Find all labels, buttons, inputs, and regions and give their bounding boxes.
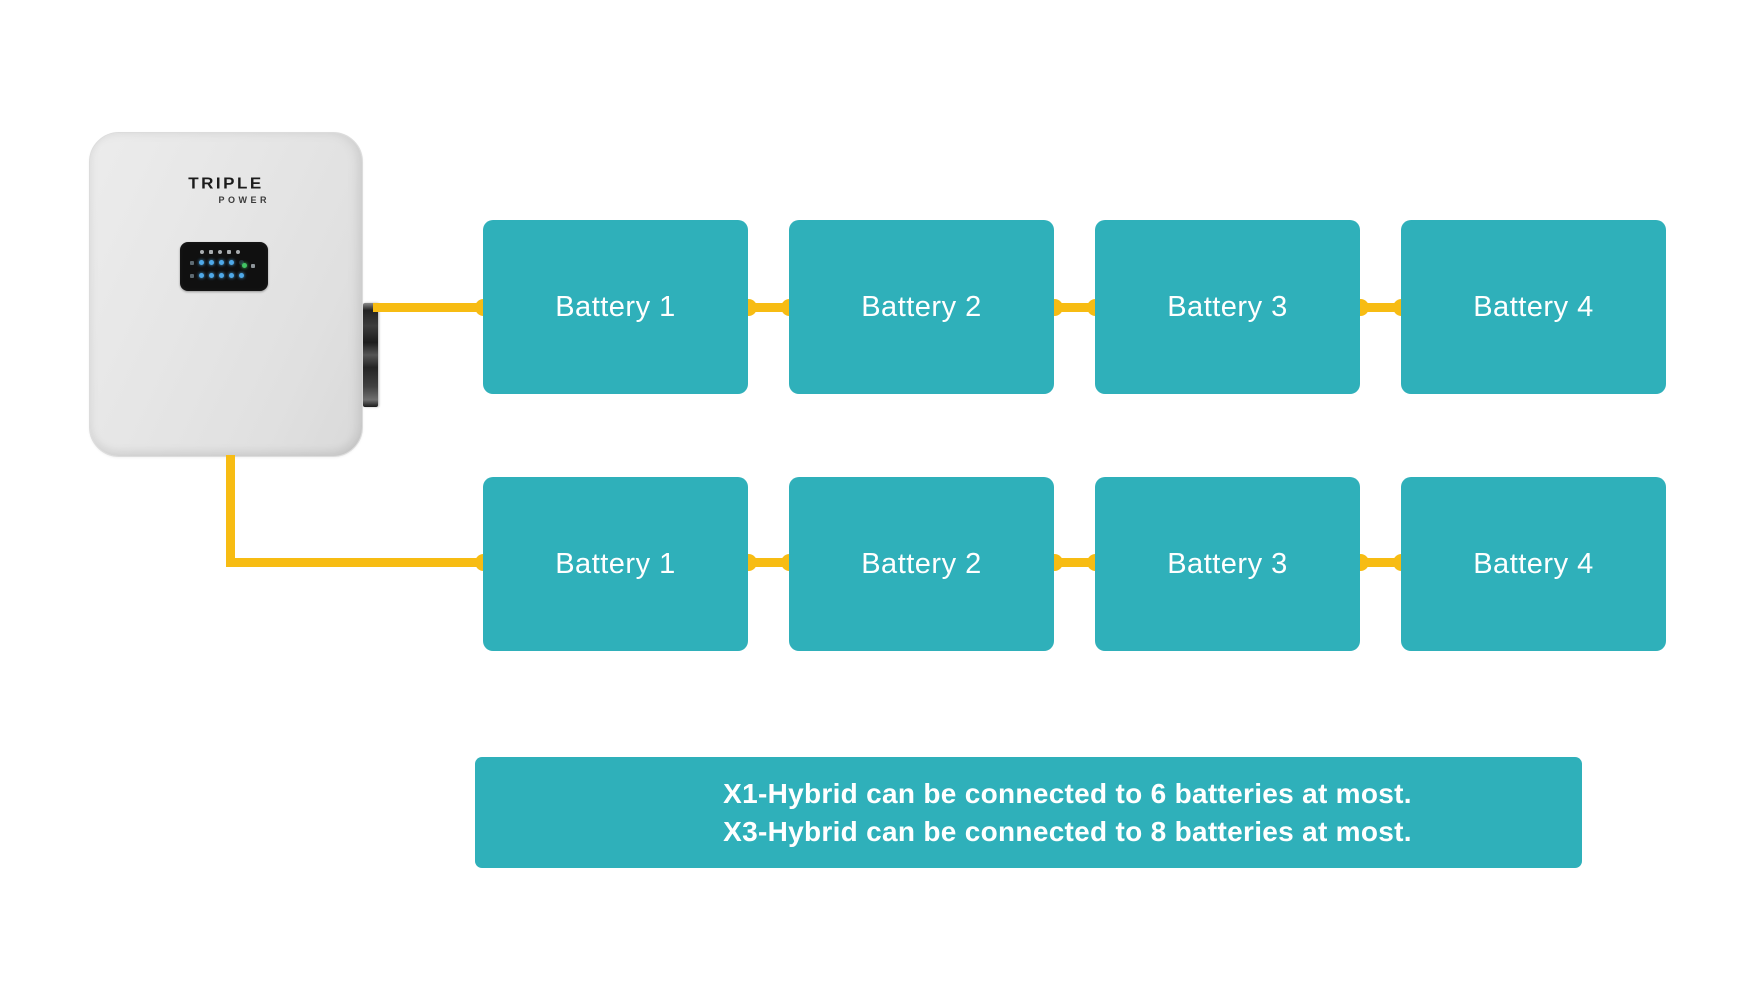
- wire-link-r1-1: [742, 303, 795, 312]
- led-row-top: [190, 260, 244, 265]
- logo-word-power: POWER: [218, 195, 270, 205]
- battery-label: Battery 2: [861, 290, 982, 323]
- triple-power-logo: TRIPLE POWER: [179, 174, 273, 205]
- wire-link-r2-3: [1354, 557, 1407, 567]
- battery-label: Battery 3: [1167, 547, 1288, 580]
- wire-link-r1-3: [1354, 303, 1407, 312]
- battery-box-r2-2: Battery 2: [789, 477, 1054, 651]
- wire-link-r2-2: [1048, 557, 1101, 567]
- wire-unit-to-row1: [373, 303, 488, 312]
- battery-label: Battery 2: [861, 547, 982, 580]
- battery-box-r1-3: Battery 3: [1095, 220, 1360, 394]
- led-row-bottom: [190, 273, 244, 278]
- wire-link-r2-1: [742, 557, 795, 567]
- wire-unit-to-row2: [226, 557, 488, 567]
- led-display-panel: [180, 242, 268, 291]
- battery-label: Battery 3: [1167, 290, 1288, 323]
- wire-link-r1-2: [1048, 303, 1101, 312]
- note-box: X1-Hybrid can be connected to 6 batterie…: [475, 757, 1582, 868]
- battery-box-r2-1: Battery 1: [483, 477, 748, 651]
- battery-label: Battery 4: [1473, 547, 1594, 580]
- battery-box-r1-1: Battery 1: [483, 220, 748, 394]
- logo-word-triple: TRIPLE: [188, 174, 264, 193]
- battery-port-connector: [363, 303, 378, 407]
- battery-box-r1-4: Battery 4: [1401, 220, 1666, 394]
- wire-unit-down: [226, 455, 235, 567]
- battery-box-r2-3: Battery 3: [1095, 477, 1360, 651]
- battery-box-r2-4: Battery 4: [1401, 477, 1666, 651]
- battery-box-r1-2: Battery 2: [789, 220, 1054, 394]
- status-led: [242, 263, 255, 268]
- note-line-1: X1-Hybrid can be connected to 6 batterie…: [723, 777, 1412, 809]
- triple-power-battery-unit: TRIPLE POWER: [89, 132, 378, 457]
- battery-label: Battery 4: [1473, 290, 1594, 323]
- battery-label: Battery 1: [555, 547, 676, 580]
- battery-label: Battery 1: [555, 290, 676, 323]
- display-status-icons: [200, 250, 240, 254]
- note-line-2: X3-Hybrid can be connected to 8 batterie…: [723, 815, 1412, 847]
